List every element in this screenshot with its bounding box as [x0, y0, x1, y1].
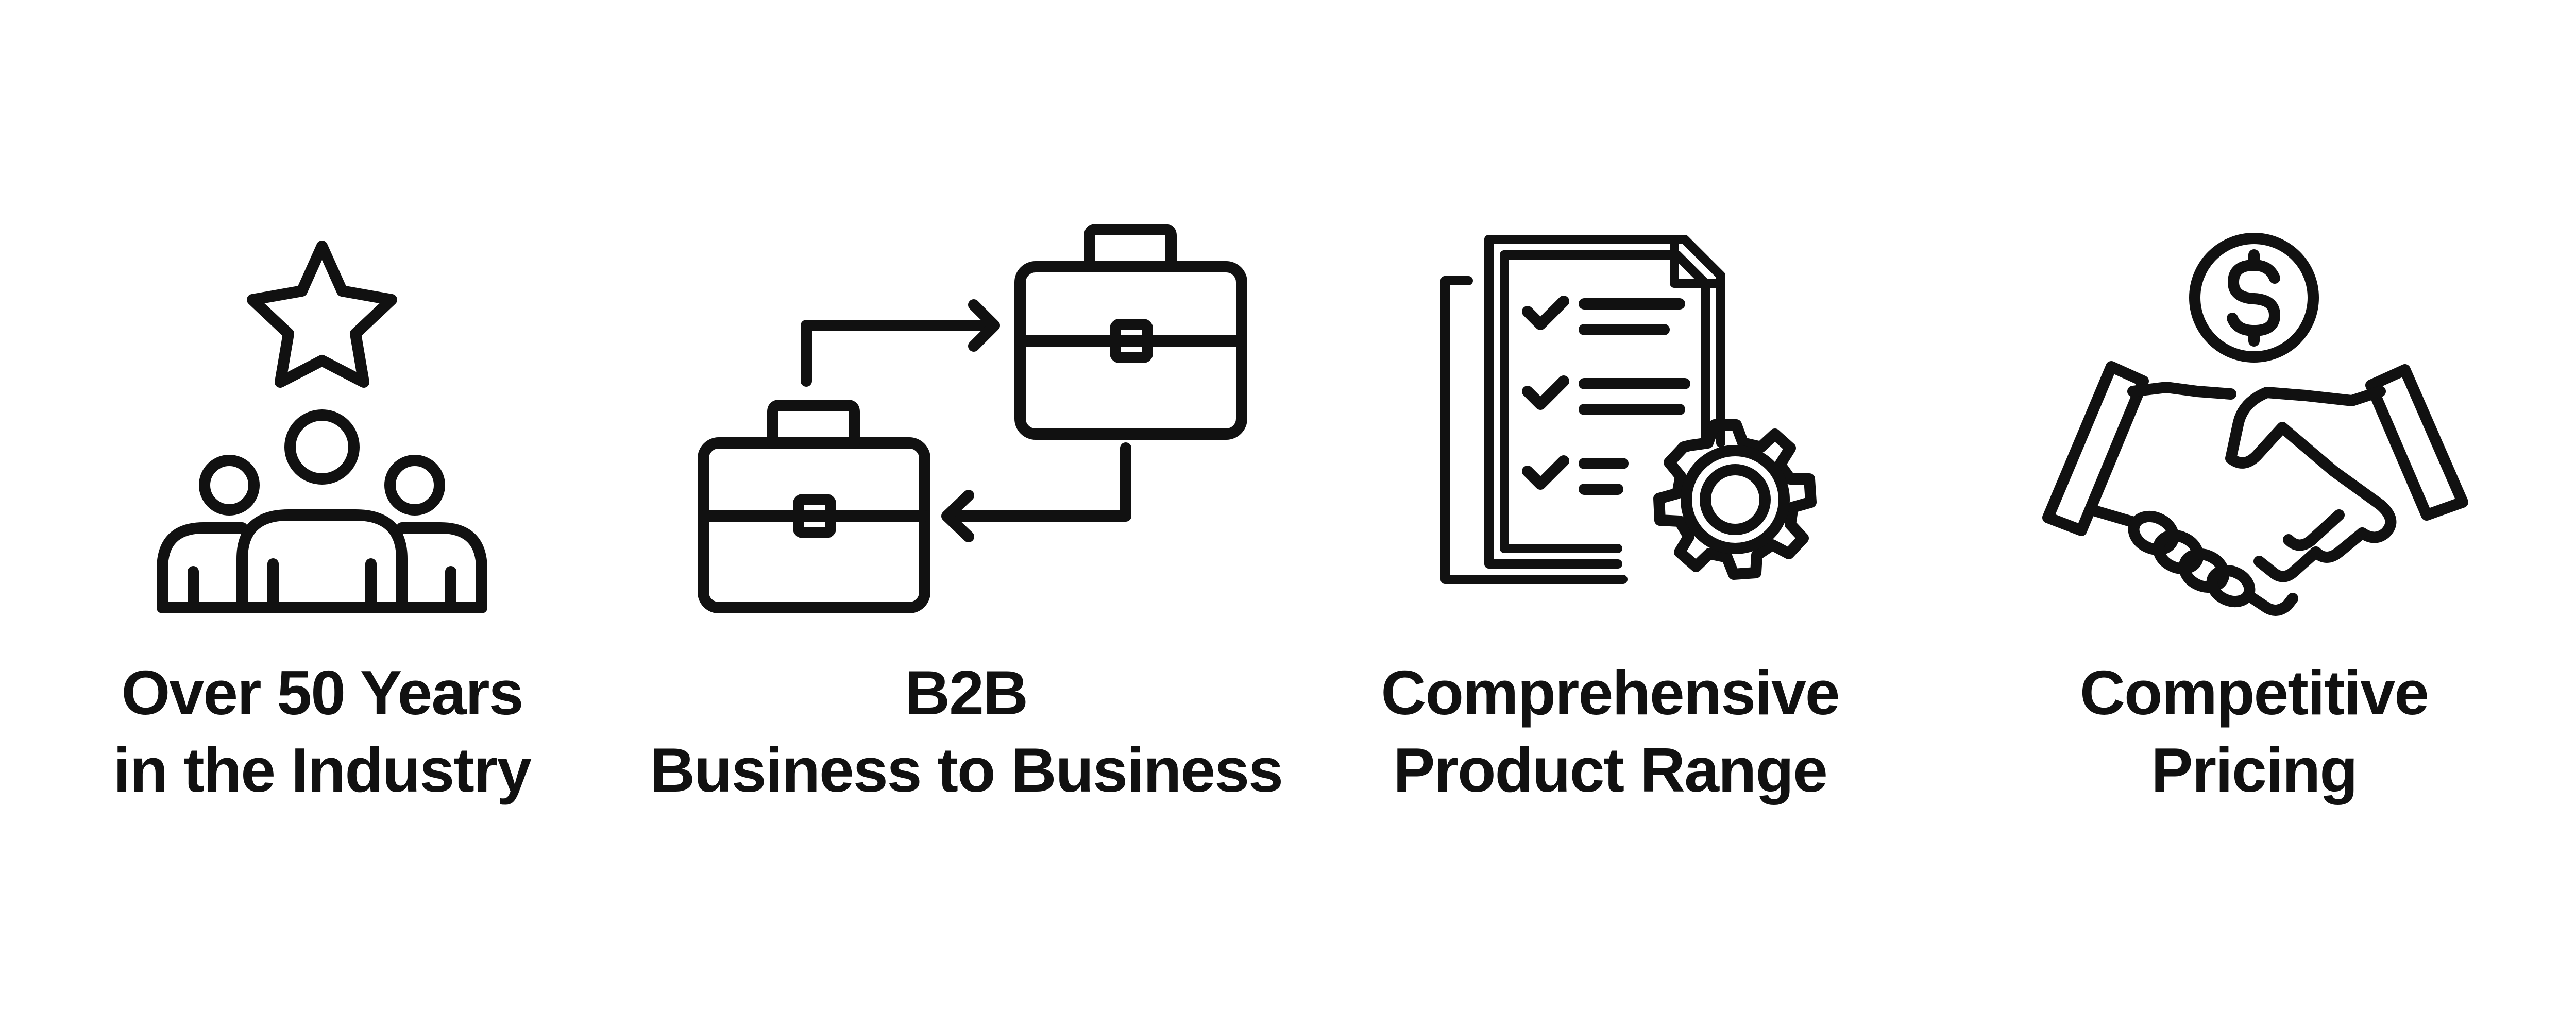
- caption-line-2: Business to Business: [650, 735, 1283, 805]
- feature-b2b: B2B Business to Business: [644, 0, 1288, 1030]
- feature-experience: Over 50 Years in the Industry: [0, 0, 644, 1030]
- caption-line-1: B2B: [904, 658, 1028, 728]
- feature-caption: Comprehensive Product Range: [1288, 654, 1932, 809]
- feature-pricing: Competitive Pricing: [1932, 0, 2576, 1030]
- feature-product-range: Comprehensive Product Range: [1288, 0, 1932, 1030]
- caption-line-1: Competitive: [2079, 658, 2429, 728]
- caption-line-2: Pricing: [2151, 735, 2358, 805]
- caption-line-1: Over 50 Years: [121, 658, 523, 728]
- handshake-dollar-icon: [2042, 233, 2468, 616]
- caption-line-2: Product Range: [1393, 735, 1828, 805]
- checklist-gear-icon: [1440, 235, 1817, 584]
- team-star-icon: [157, 241, 487, 613]
- feature-caption: Over 50 Years in the Industry: [0, 654, 644, 809]
- caption-line-1: Comprehensive: [1381, 658, 1840, 728]
- feature-caption: Competitive Pricing: [1932, 654, 2576, 809]
- briefcase-exchange-icon: [698, 224, 1247, 613]
- caption-line-2: in the Industry: [113, 735, 532, 805]
- feature-caption: B2B Business to Business: [644, 654, 1288, 809]
